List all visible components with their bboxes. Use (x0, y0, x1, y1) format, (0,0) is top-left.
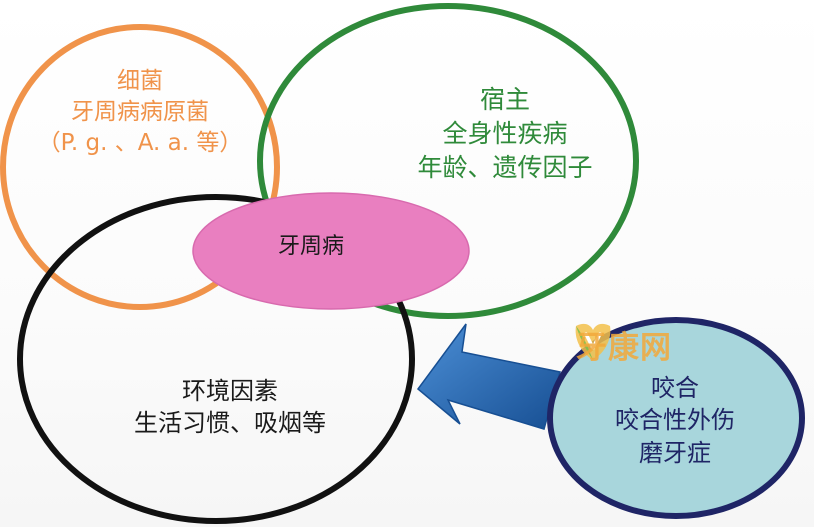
host-line-systemic: 全身性疾病 (442, 118, 568, 148)
bacteria-line-pathogens: 牙周病病原菌 (71, 99, 209, 126)
center-label: 牙周病 (236, 232, 386, 262)
occlusion-title: 咬合 (651, 374, 699, 402)
environment-line-habits: 生活习惯、吸烟等 (134, 409, 326, 438)
watermark: 牙康网 (570, 318, 672, 370)
bacteria-line-examples: （P. g. 、A. a. 等） (37, 130, 243, 157)
host-circle (257, 3, 639, 319)
host-label: 宿主 全身性疾病 年龄、遗传因子 (380, 83, 630, 184)
bacteria-circle (0, 24, 280, 310)
environment-circle (17, 194, 415, 524)
watermark-text: 牙康网 (576, 329, 672, 366)
host-line-age-genetics: 年龄、遗传因子 (417, 152, 593, 182)
host-title: 宿主 (479, 85, 530, 114)
occlusion-label: 咬合 咬合性外伤 磨牙症 (575, 372, 775, 469)
occlusion-arrow (416, 323, 561, 430)
occlusion-line-trauma: 咬合性外伤 (615, 406, 735, 435)
bacteria-label: 细菌 牙周病病原菌 （P. g. 、A. a. 等） (30, 66, 250, 159)
environment-label: 环境因素 生活习惯、吸烟等 (80, 375, 380, 440)
occlusion-circle (547, 317, 805, 519)
periodontal-disease-ellipse (192, 192, 470, 310)
center-title: 牙周病 (277, 234, 344, 259)
environment-title: 环境因素 (182, 377, 278, 405)
bacteria-title: 细菌 (117, 68, 163, 94)
occlusion-line-bruxism: 磨牙症 (639, 438, 711, 467)
